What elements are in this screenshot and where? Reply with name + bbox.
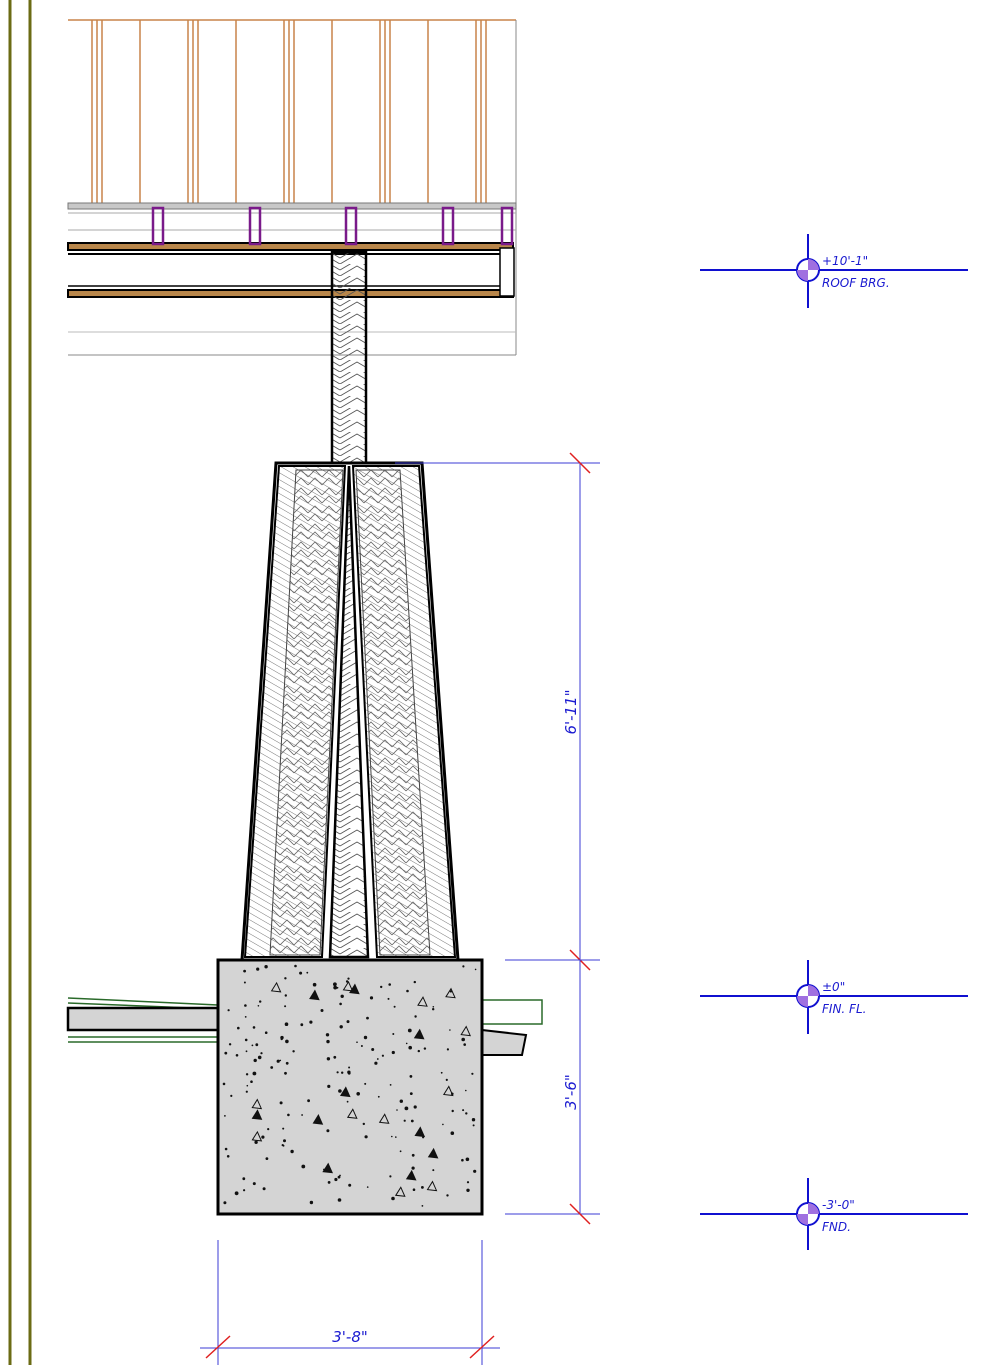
- floor-slab: [66, 997, 543, 1056]
- level-name: FIN. FL.: [822, 1002, 866, 1016]
- roof-framing: [68, 19, 517, 355]
- level-name: ROOF BRG.: [822, 276, 890, 290]
- level-fin-fl: ±0" FIN. FL.: [700, 960, 968, 1034]
- level-elevation: +10'-1": [822, 254, 868, 268]
- blocking: [151, 206, 514, 246]
- level-datum-icon: [796, 984, 820, 1008]
- tapered-column: [240, 461, 460, 962]
- dimension-tick-icon: [205, 1335, 231, 1359]
- level-fnd: -3'-0" FND.: [700, 1178, 968, 1250]
- dimension-tick-icon: [569, 1203, 591, 1225]
- dimension-footing-width: 3'-8": [200, 1240, 500, 1365]
- dimension-label-footing-width: 3'-8": [332, 1328, 368, 1346]
- dimension-post-height: 6'-11": [395, 452, 600, 971]
- dimension-tick-icon: [469, 1335, 495, 1359]
- level-datum-icon: [796, 1202, 820, 1226]
- sheet-border: [8, 0, 32, 1365]
- timber-post: [330, 250, 368, 466]
- dimension-tick-icon: [569, 452, 591, 474]
- dimension-label-post-height: 6'-11": [562, 689, 580, 734]
- level-roof-brg: +10'-1" ROOF BRG.: [700, 234, 968, 308]
- level-elevation: ±0": [822, 980, 845, 994]
- level-elevation: -3'-0": [822, 1198, 855, 1212]
- level-datum-icon: [796, 258, 820, 282]
- dimension-label-footing-height: 3'-6": [562, 1074, 580, 1110]
- concrete-footing: [216, 958, 484, 1216]
- dimension-footing-height: 3'-6": [505, 959, 600, 1225]
- level-name: FND.: [822, 1220, 851, 1234]
- roof-deck-layers: [67, 202, 517, 356]
